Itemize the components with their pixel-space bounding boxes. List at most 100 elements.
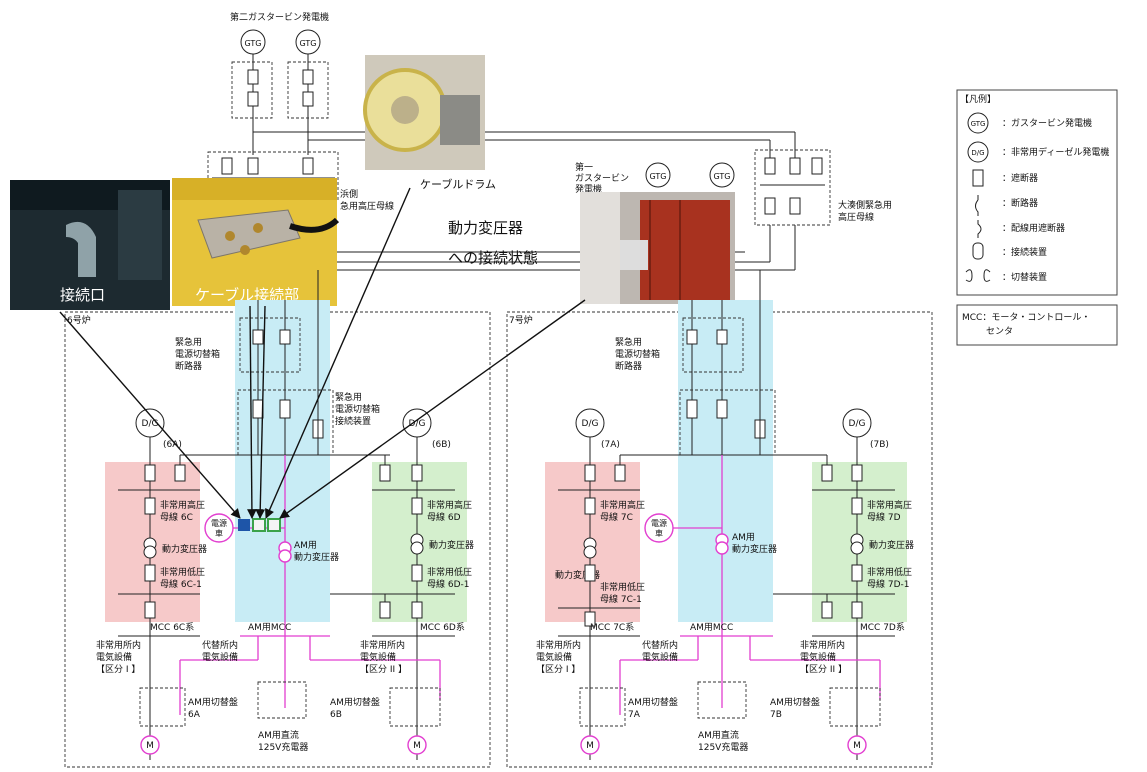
legend-disconnector-icon	[975, 195, 979, 216]
unit7-mcc-a: MCC 7C系	[590, 622, 634, 633]
gtg2-label: 第二ガスタービン発電機	[230, 11, 329, 23]
unit7-mcc-b: MCC 7D系	[860, 622, 905, 633]
unit6-cable-connection-marker	[252, 518, 266, 532]
unit6-dg-a-label: D/G	[142, 419, 159, 429]
unit6-switch-connector-3: 接続装置	[335, 415, 371, 427]
legend-mccb-icon	[977, 220, 982, 238]
legend-dg-text: ：非常用ディーゼル発電機	[1002, 146, 1109, 158]
unit7-am-switch-b-1: AM用切替盤	[770, 696, 820, 708]
ominato-bus-label-2: 高圧母線	[838, 211, 874, 223]
unit7-am-trans-1: AM用	[732, 532, 755, 543]
unit6-equip-alt-2: 電気設備	[202, 651, 238, 663]
unit7-switch-breaker-2: 電源切替箱	[615, 348, 660, 360]
unit7-motor-b-label: M	[853, 741, 861, 751]
unit7-dg-a-label: D/G	[582, 419, 599, 429]
unit6-trans-b: 動力変圧器	[429, 539, 474, 551]
unit6-bus-lv-b-2: 母線 6D-1	[427, 578, 470, 590]
unit7-equip-b-3: 【区分 II 】	[800, 664, 847, 675]
unit6-bus-lv-a-2: 母線 6C-1	[160, 578, 202, 590]
photo-cable-connection-label: ケーブル接続部	[195, 286, 299, 304]
mcc-note: MCC：モータ・コントロール・ センタ	[956, 304, 1118, 346]
legend-switch-icon	[965, 269, 991, 282]
legend-connector-text: ：接続装置	[1002, 246, 1047, 258]
unit7-bus-hv-b-2: 母線 7D	[867, 511, 901, 523]
unit6-mcc-a: MCC 6C系	[150, 622, 194, 633]
unit7-equip-b-2: 電気設備	[800, 651, 836, 663]
unit6-title: 6号炉	[67, 314, 91, 326]
unit7-motor-b	[847, 735, 867, 755]
unit7-dg-a-id: (7A)	[601, 440, 620, 450]
unit7-trans-b: 動力変圧器	[869, 539, 914, 551]
ominato-bus-label-1: 大湊側緊急用	[838, 199, 892, 211]
unit6-zone-am	[235, 300, 330, 622]
unit6-am-trans-1: AM用	[294, 540, 317, 551]
unit7-bus-hv-a-2: 母線 7C	[600, 511, 633, 523]
unit6-equip-a-1: 非常用所内	[96, 639, 141, 651]
legend-dg-symbol: D/G	[971, 149, 984, 157]
unit7-equip-a-1: 非常用所内	[536, 639, 581, 651]
unit6-trans-a: 動力変圧器	[162, 543, 207, 555]
unit6-motor-b	[407, 735, 427, 755]
unit6-am-dc-2: 125V充電器	[258, 741, 308, 753]
unit6-equip-a-3: 【区分 I 】	[96, 664, 140, 675]
unit6-switch-connector-1: 緊急用	[335, 391, 362, 403]
legend-switch-text: ：切替装置	[1002, 271, 1047, 283]
unit7-am-mcc: AM用MCC	[690, 622, 733, 633]
unit7-am-dc-1: AM用直流	[698, 729, 739, 741]
photo-transformer-label-1: 動力変圧器	[448, 219, 523, 237]
unit6-switch-connector-2: 電源切替箱	[335, 403, 380, 415]
unit6-am-switch-b-1: AM用切替盤	[330, 696, 380, 708]
svg-text:GTG: GTG	[650, 172, 667, 181]
unit6-motor-b-label: M	[413, 741, 421, 751]
mcc-note-line1: MCC：モータ・コントロール・	[962, 312, 1090, 323]
photo-cable-connection: ケーブル接続部	[172, 178, 340, 306]
unit7-dg-b-id: (7B)	[870, 440, 889, 450]
unit7-bus-lv-b-1: 非常用低圧	[867, 566, 912, 578]
unit6-am-dc-1: AM用直流	[258, 729, 299, 741]
unit6-bus-lv-b-1: 非常用低圧	[427, 566, 472, 578]
unit7-power-car-l1: 電源	[651, 519, 667, 528]
unit6-equip-b-2: 電気設備	[360, 651, 396, 663]
unit6-motor-a-label: M	[146, 741, 154, 751]
unit7-switch-breaker-3: 断路器	[615, 360, 642, 372]
unit6-bus-hv-b-1: 非常用高圧	[427, 499, 472, 511]
unit7-am-dc-2: 125V充電器	[698, 741, 748, 753]
unit7-equip-alt-1: 代替所内	[642, 639, 678, 651]
gtg2-a: GTG	[240, 29, 266, 55]
unit7-power-car-l2: 車	[655, 528, 663, 538]
gtg2-b: GTG	[295, 29, 321, 55]
unit7-bus-lv-a-1: 非常用低圧	[600, 581, 645, 593]
legend: 【凡例】 GTG ：ガスタービン発電機 D/G ：非常用ディーゼル発電機 ：遮断…	[956, 89, 1118, 296]
unit6-switch-breaker-2: 電源切替箱	[175, 348, 220, 360]
gtg1-b: GTG	[709, 162, 735, 188]
svg-text:GTG: GTG	[714, 172, 731, 181]
unit7-switch-breaker-1: 緊急用	[615, 336, 642, 348]
unit6-dg-b-label: D/G	[409, 419, 426, 429]
unit6-equip-b-3: 【区分 II 】	[360, 664, 407, 675]
unit6-bus-hv-a-1: 非常用高圧	[160, 499, 205, 511]
unit6-dg-b-id: (6B)	[432, 440, 451, 450]
unit6-equip-alt-1: 代替所内	[202, 639, 238, 651]
hama-bus-label-2: 急用高圧母線	[340, 200, 394, 212]
unit6-bus-hv-b-2: 母線 6D	[427, 511, 461, 523]
photo-cable-drum: ケーブルドラム	[363, 55, 496, 191]
gtg1-label-1: 第一	[575, 161, 593, 173]
unit6-am-trans-2: 動力変圧器	[294, 551, 339, 563]
svg-text:GTG: GTG	[300, 39, 317, 48]
unit6-transformer-connection-marker	[267, 518, 281, 532]
unit7-equip-b-1: 非常用所内	[800, 639, 845, 651]
unit6-switch-breaker-1: 緊急用	[175, 336, 202, 348]
photo-transformer-label-2: への接続状態	[448, 249, 538, 267]
hama-bus-label-1: 浜側	[340, 188, 358, 200]
legend-gtg-symbol: GTG	[971, 120, 986, 128]
legend-mccb-text: ：配線用遮断器	[1002, 222, 1065, 234]
unit6-mcc-b: MCC 6D系	[420, 622, 465, 633]
unit6-motor-a	[140, 735, 160, 755]
photo-cable-drum-label: ケーブルドラム	[420, 177, 496, 191]
unit7-zone-am	[678, 300, 773, 622]
unit7-equip-a-2: 電気設備	[536, 651, 572, 663]
unit6-equip-a-2: 電気設備	[96, 651, 132, 663]
photo-connection-port-label: 接続口	[60, 286, 105, 304]
legend-connector-icon	[972, 242, 984, 260]
unit6-connection-port-marker	[238, 519, 250, 531]
